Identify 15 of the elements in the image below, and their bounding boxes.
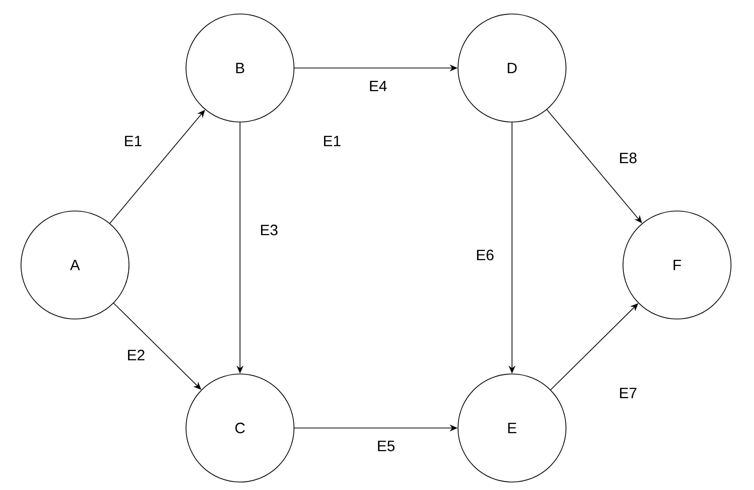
circle-node: A [20, 210, 130, 320]
circle-node: D [458, 14, 566, 122]
edge-label: E6 [477, 250, 494, 260]
circle-node: C [186, 374, 294, 482]
edge-label: E4 [370, 80, 387, 92]
edge-label: E1 [125, 136, 142, 146]
circle-node: B [186, 14, 294, 122]
circle-node: F [622, 210, 732, 320]
circle-node: E [458, 374, 566, 482]
edge-label: E2 [128, 350, 144, 360]
edge-label: E8 [620, 152, 637, 164]
text-label: E1 [324, 136, 340, 146]
edge-label: E5 [378, 440, 395, 452]
edge-label: E7 [620, 388, 636, 398]
edge-label: E3 [261, 224, 278, 236]
